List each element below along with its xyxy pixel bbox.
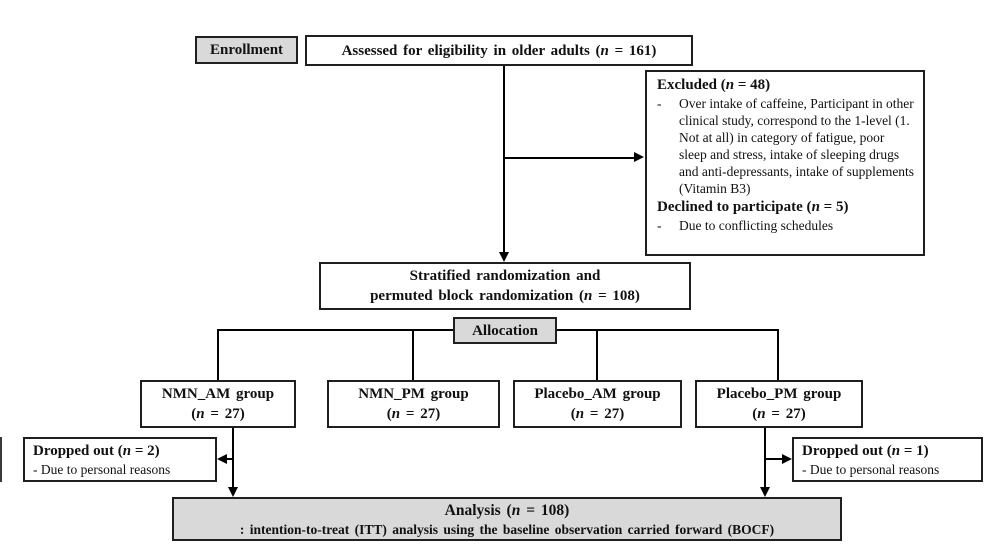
- connector-to-dropout-right: [766, 458, 783, 460]
- group-n: (n = 27): [386, 406, 441, 422]
- group-box-placebo-pm: Placebo_PM group (n = 27): [695, 380, 863, 428]
- excluded-heading: Excluded (n = 48): [657, 77, 771, 93]
- group-n: (n = 27): [570, 406, 625, 422]
- assessed-eligibility-box: Assessed for eligibility in older adults…: [305, 35, 693, 66]
- enrollment-stage-box: Enrollment: [195, 36, 298, 64]
- arrowhead-into-analysis-left: [228, 487, 238, 497]
- declined-reason-item: - Due to conflicting schedules: [657, 217, 915, 234]
- connector-assessed-to-randomization: [503, 65, 505, 255]
- dropout-reason: - Due to personal reasons: [33, 461, 171, 477]
- allocation-stage-box: Allocation: [453, 317, 557, 344]
- group-name: Placebo_PM group: [716, 386, 842, 402]
- group-box-placebo-am: Placebo_AM group (n = 27): [513, 380, 682, 428]
- connector-to-group-2: [412, 330, 414, 380]
- dropout-reason: - Due to personal reasons: [802, 461, 940, 477]
- randomization-line1: Stratified randomization and: [409, 268, 601, 284]
- dropout-left-box: Dropped out (n = 2) - Due to personal re…: [23, 437, 217, 482]
- connector-to-excluded: [504, 157, 636, 159]
- group-name: Placebo_AM group: [534, 386, 661, 402]
- analysis-box: Analysis (n = 108) : intention-to-treat …: [172, 497, 842, 541]
- group-box-nmn-pm: NMN_PM group (n = 27): [327, 380, 500, 428]
- arrowhead-into-dropout-right: [782, 454, 792, 464]
- connector-to-group-4: [777, 330, 779, 380]
- enrollment-label: Enrollment: [209, 42, 284, 58]
- arrowhead-into-excluded: [634, 152, 644, 162]
- declined-heading: Declined to participate (n = 5): [657, 199, 849, 215]
- arrowhead-into-dropout-left: [217, 454, 227, 464]
- group-n: (n = 27): [191, 406, 245, 422]
- excluded-reason-item: - Over intake of caffeine, Participant i…: [657, 95, 915, 197]
- dropout-heading: Dropped out (n = 1): [802, 442, 929, 459]
- connector-group4-to-analysis: [764, 428, 766, 490]
- group-name: NMN_AM group: [161, 386, 275, 402]
- left-edge-artifact: [0, 437, 2, 482]
- arrowhead-into-analysis-right: [760, 487, 770, 497]
- excluded-reason-text: Over intake of caffeine, Participant in …: [679, 96, 915, 196]
- randomization-box: Stratified randomization and permuted bl…: [319, 262, 691, 310]
- bullet-dash: -: [657, 218, 662, 233]
- analysis-line1: Analysis (n = 108): [444, 501, 570, 519]
- allocation-label: Allocation: [472, 322, 538, 339]
- dropout-heading: Dropped out (n = 2): [33, 442, 160, 459]
- randomization-line2: permuted block randomization (n = 108): [370, 288, 640, 304]
- connector-to-group-1: [217, 330, 219, 380]
- connector-to-dropout-left: [226, 458, 234, 460]
- declined-reason-text: Due to conflicting schedules: [679, 218, 834, 233]
- excluded-box: Excluded (n = 48) - Over intake of caffe…: [645, 70, 925, 256]
- assessed-label: Assessed for eligibility in older adults…: [341, 42, 657, 59]
- connector-to-group-3: [596, 330, 598, 380]
- group-box-nmn-am: NMN_AM group (n = 27): [140, 380, 296, 428]
- analysis-line2: : intention-to-treat (ITT) analysis usin…: [239, 521, 775, 537]
- arrowhead-into-randomization: [499, 252, 509, 262]
- group-n: (n = 27): [752, 406, 806, 422]
- dropout-right-box: Dropped out (n = 1) - Due to personal re…: [792, 437, 983, 482]
- bullet-dash: -: [657, 96, 662, 111]
- group-name: NMN_PM group: [358, 386, 469, 402]
